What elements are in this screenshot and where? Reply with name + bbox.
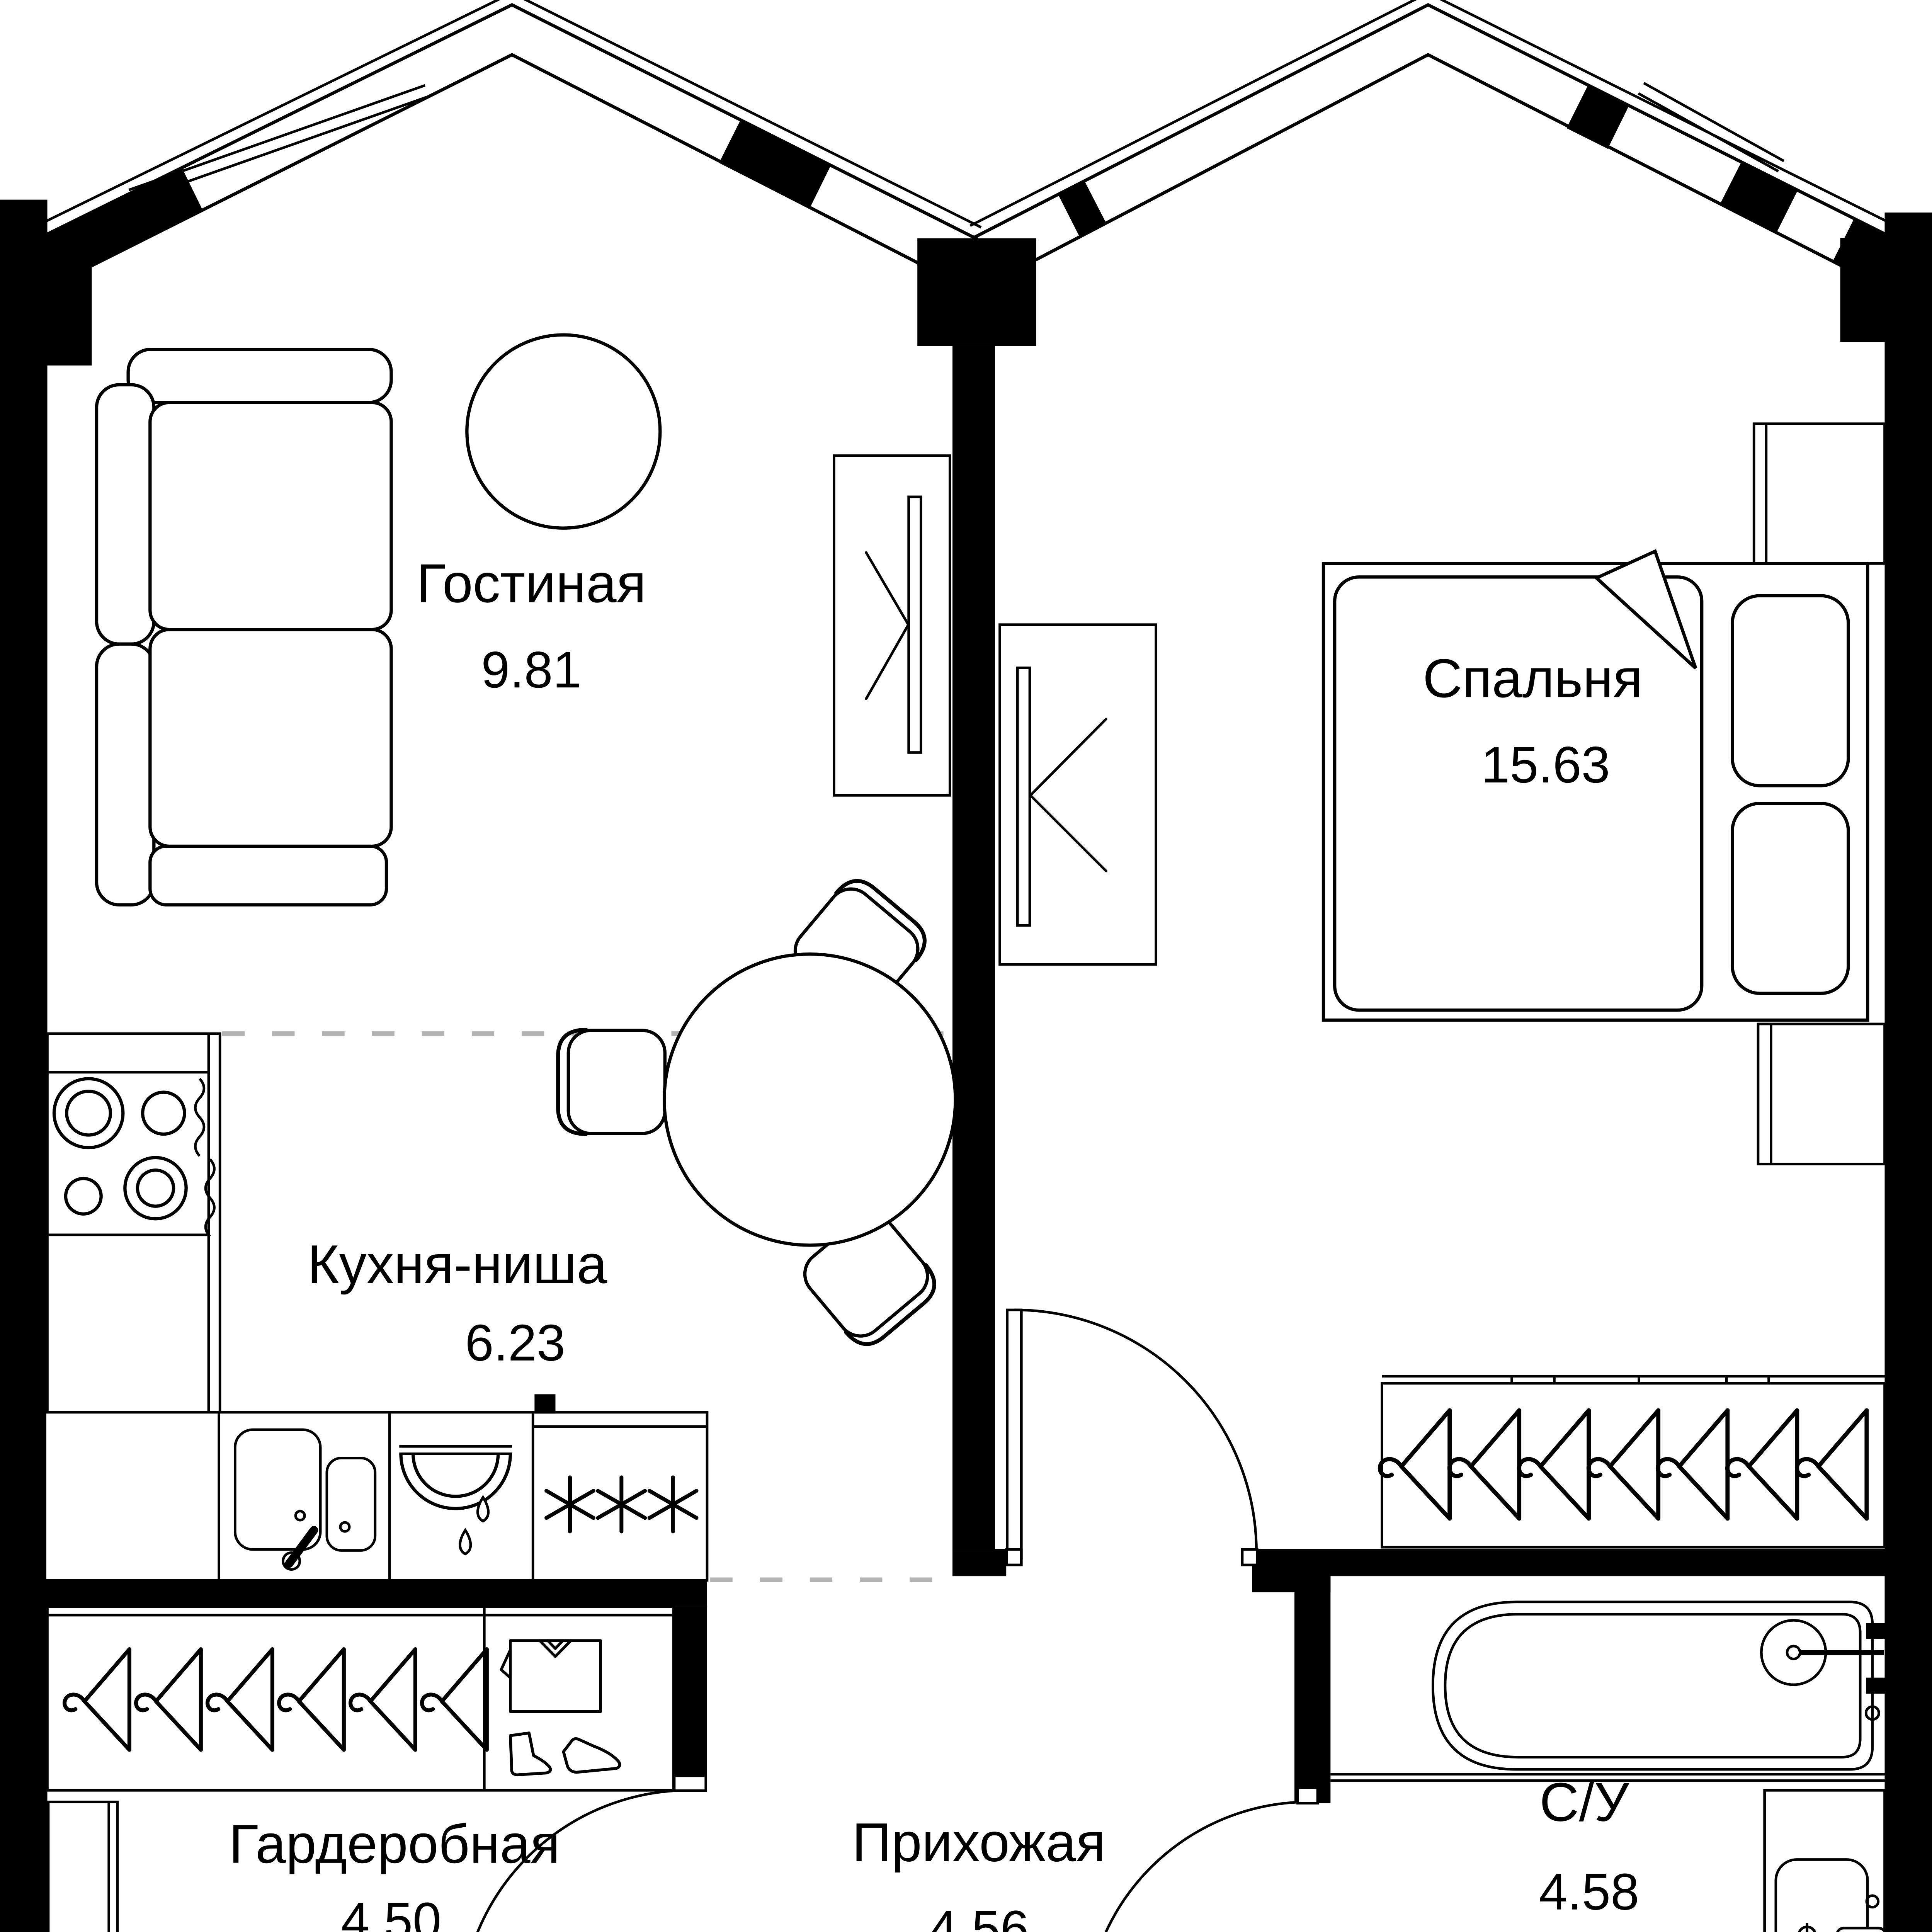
- room-bath: С/У 4.58: [1330, 1600, 1886, 1932]
- room-label: Прихожая: [852, 1812, 1105, 1873]
- wardrobe-rail-closet: [46, 1605, 675, 1792]
- room-label: Гостиная: [417, 553, 646, 614]
- dining-set: [558, 871, 957, 1354]
- kitchen-sink: [234, 1428, 377, 1571]
- room-living: Гостиная 9.81: [95, 333, 951, 906]
- bed: [1321, 549, 1869, 1022]
- counter-stub: [534, 1394, 556, 1414]
- kitchen-counter-left: [46, 1032, 221, 1414]
- room-label: Спальня: [1423, 648, 1643, 709]
- door-jamb: [1296, 1786, 1319, 1804]
- room-label: С/У: [1539, 1772, 1629, 1833]
- wall-bedroom-south: [1252, 1549, 1886, 1577]
- door-jamb: [1241, 1548, 1259, 1566]
- window-mullion: [719, 119, 831, 209]
- column-center: [917, 238, 1036, 346]
- closet: [1752, 422, 1886, 565]
- door-jamb: [673, 1774, 707, 1792]
- wardrobe-rail-bedroom: [1380, 1375, 1886, 1549]
- wall-right: [1884, 212, 1932, 1932]
- door-bath: [1104, 1786, 1319, 1932]
- room-label: Кухня-ниша: [307, 1234, 607, 1295]
- water-drop-icon: [459, 1527, 472, 1556]
- room-area: 6.23: [465, 1314, 566, 1372]
- closet-cabinet: [47, 1800, 119, 1932]
- pier-top-right: [1840, 238, 1932, 342]
- kitchen-counter-bottom: [44, 1394, 709, 1582]
- room-hall: Прихожая 4.56: [852, 1812, 1105, 1932]
- door-bedroom: [1005, 1308, 1259, 1566]
- dishwasher: [399, 1445, 512, 1556]
- room-kitchen: Кухня-ниша 6.23: [44, 871, 957, 1582]
- wall-center: [952, 346, 995, 1549]
- sofa: [95, 347, 393, 906]
- room-label: Гардеробная: [229, 1814, 560, 1875]
- drain-icon: [1798, 1923, 1816, 1932]
- steam-squiggle-icon: [194, 1078, 206, 1157]
- room-closet: Гардеробная 4.50: [46, 1605, 675, 1932]
- dresser: [1757, 1022, 1886, 1165]
- room-area: 4.58: [1539, 1863, 1639, 1921]
- wall-left: [0, 199, 48, 1932]
- room-area: 15.63: [1481, 736, 1610, 794]
- tv-unit-bedroom: [998, 623, 1157, 966]
- round-rug: [465, 333, 662, 530]
- basin-faucet-icon: [1836, 1927, 1886, 1932]
- steam-squiggle-icon: [204, 1158, 216, 1238]
- door-leaf: [1006, 1308, 1023, 1559]
- wall-bath-left-upper: [1294, 1576, 1331, 1803]
- room-area: 4.56: [929, 1900, 1029, 1932]
- wall-closet-right-upper: [673, 1607, 707, 1791]
- tv-unit-living: [833, 454, 951, 797]
- pillow: [1731, 594, 1850, 787]
- water-drop-icon: [476, 1495, 490, 1523]
- wall-center-foot: [952, 1549, 1007, 1577]
- cooktop: [46, 1071, 210, 1236]
- room-bedroom: Спальня 15.63: [998, 422, 1886, 1549]
- fridge-snowflakes: [533, 1425, 707, 1534]
- walls: [0, 199, 1932, 1932]
- room-area: 9.81: [481, 641, 582, 699]
- dining-table: [663, 952, 957, 1247]
- washbasin: [1763, 1789, 1886, 1932]
- bathtub: [1330, 1600, 1885, 1782]
- door-jamb: [1005, 1548, 1023, 1566]
- window-mullion: [1058, 181, 1107, 238]
- room-area: 4.50: [341, 1892, 442, 1932]
- door-closet: [476, 1774, 707, 1932]
- window-pier: [1719, 162, 1798, 234]
- wall-kitchen-south: [45, 1580, 707, 1607]
- pillow: [1731, 801, 1850, 995]
- bath-faucet-icon: [1760, 1619, 1885, 1721]
- pier-top-left: [0, 238, 92, 366]
- window-pier: [1566, 85, 1629, 149]
